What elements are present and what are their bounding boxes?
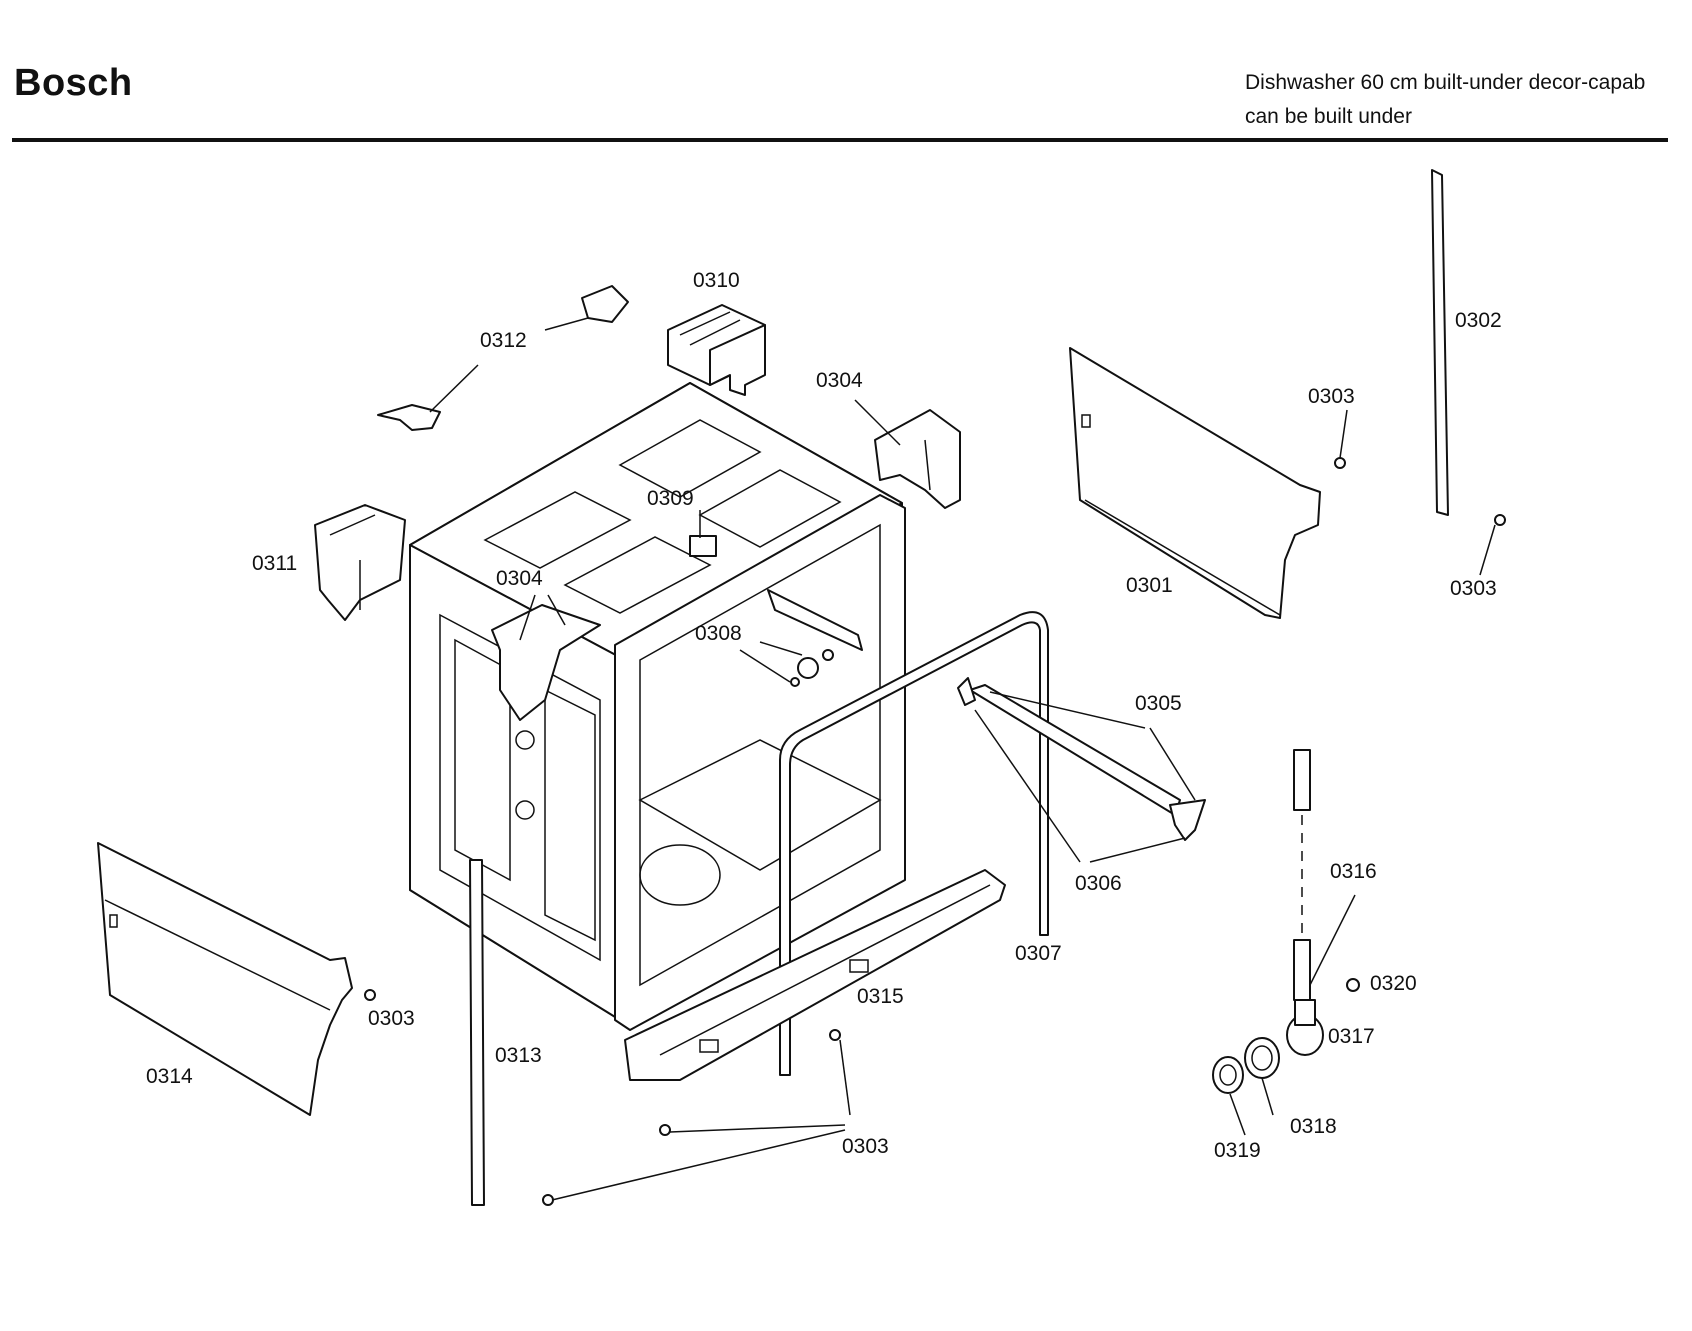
part-0304-clip-lower xyxy=(491,604,601,721)
part-0315-base-rail xyxy=(624,869,1006,1081)
label-0318: 0318 xyxy=(1290,1115,1337,1138)
part-0316-hose xyxy=(1293,749,1311,1001)
label-0310: 0310 xyxy=(693,269,740,292)
label-0309: 0309 xyxy=(647,487,694,510)
label-0312: 0312 xyxy=(480,329,527,352)
part-0312-bracket-top xyxy=(581,285,629,323)
label-0311: 0311 xyxy=(252,552,297,575)
part-0317-fitting xyxy=(1286,999,1324,1056)
label-0315: 0315 xyxy=(857,985,904,1008)
part-0309-clip xyxy=(689,535,717,557)
label-0313: 0313 xyxy=(495,1044,542,1067)
label-0305: 0305 xyxy=(1135,692,1182,715)
label-0306: 0306 xyxy=(1075,872,1122,895)
part-0312-bracket-bottom xyxy=(377,404,441,431)
part-0314-side-panel xyxy=(97,842,353,1116)
part-0319-cap xyxy=(1212,1056,1244,1094)
header-divider xyxy=(12,138,1668,142)
part-labels: 0310 0312 0304 0303 0302 0309 0311 0304 … xyxy=(146,269,1502,1162)
part-0301-side-panel xyxy=(1069,347,1321,619)
label-0314: 0314 xyxy=(146,1065,193,1088)
description-line-1: Dishwasher 60 cm built-under decor-capab xyxy=(1245,71,1646,94)
label-0302: 0302 xyxy=(1455,309,1502,332)
label-0316: 0316 xyxy=(1330,860,1377,883)
brand-title: Bosch xyxy=(14,62,133,104)
description-line-2: can be built under xyxy=(1245,105,1412,128)
label-0304-upper: 0304 xyxy=(816,369,863,392)
tub-body xyxy=(409,382,906,1031)
model-description: Dishwasher 60 cm built-under decor-capab… xyxy=(1245,66,1645,134)
label-0303-d: 0303 xyxy=(842,1135,889,1158)
label-0320: 0320 xyxy=(1370,972,1417,995)
part-0320-screw xyxy=(1346,978,1360,992)
label-0303-c: 0303 xyxy=(368,1007,415,1030)
part-0310-bracket xyxy=(667,304,766,396)
part-0307-door-seal xyxy=(779,611,1049,1076)
part-0302-strip xyxy=(1431,169,1449,516)
part-0305-rail xyxy=(957,677,1206,841)
label-0307: 0307 xyxy=(1015,942,1062,965)
part-0318-ring xyxy=(1244,1037,1280,1079)
label-0303-b: 0303 xyxy=(1450,577,1497,600)
part-0308-bracket xyxy=(767,589,863,687)
part-0311-bracket xyxy=(314,504,406,621)
label-0319: 0319 xyxy=(1214,1139,1261,1162)
leader-lines xyxy=(429,317,1496,1201)
label-0308: 0308 xyxy=(695,622,742,645)
label-0304-lower: 0304 xyxy=(496,567,543,590)
part-0304-clip-upper xyxy=(874,409,961,509)
part-0303-screws xyxy=(364,457,1506,1206)
label-0303-a: 0303 xyxy=(1308,385,1355,408)
label-0317: 0317 xyxy=(1328,1025,1375,1048)
label-0301: 0301 xyxy=(1126,574,1173,597)
part-0313-strip xyxy=(469,859,485,1206)
